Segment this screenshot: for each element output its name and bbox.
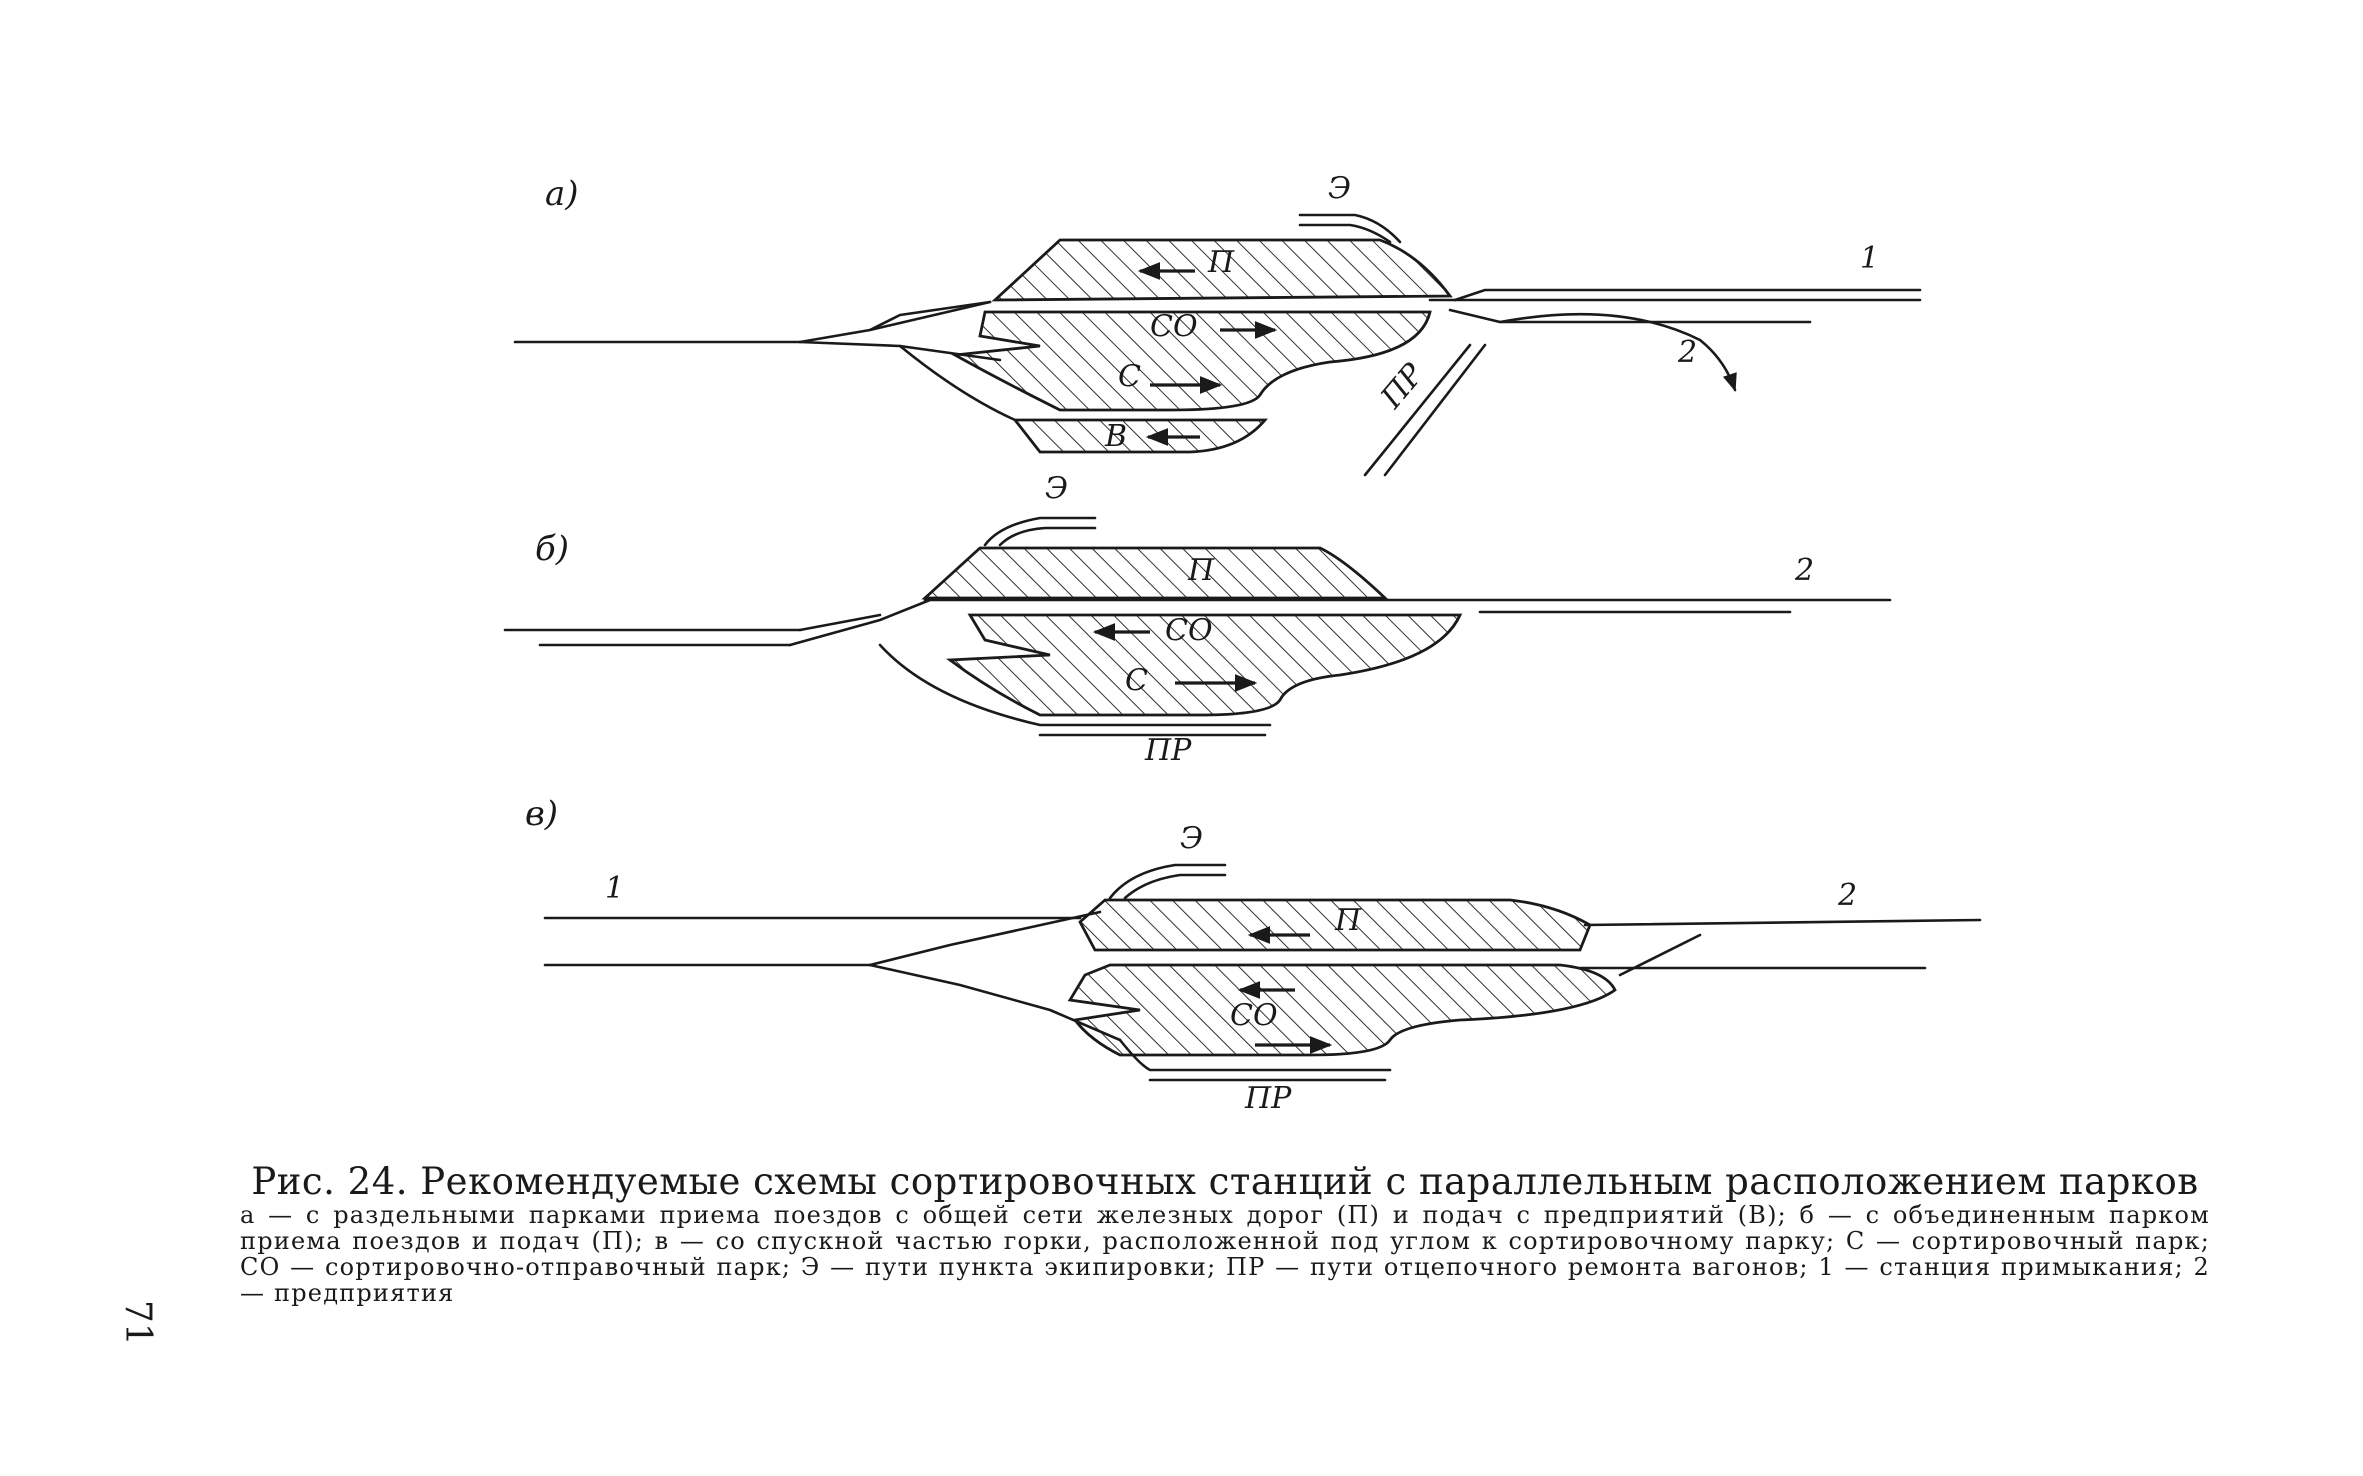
diagram-c-e-label: Э — [1180, 821, 1203, 856]
caption-title: Рис. 24. Рекомендуемые схемы сортировочн… — [251, 1160, 2199, 1203]
diagram-c-park-so — [1067, 963, 1617, 1057]
caption-body: а — с раздельными парками приема поездов… — [240, 1202, 2210, 1306]
diagram-c-park-p — [1078, 898, 1592, 952]
diagram-b-park-s-label: С — [1125, 663, 1148, 698]
diagram-c-e-spur — [1108, 863, 1227, 900]
diagram-c-line-2-label: 2 — [1837, 878, 1857, 913]
diagram-b: б) П 2 СО С ПР Э — [503, 471, 1892, 768]
caption-line: а — с раздельными парками приема поездов… — [240, 1201, 2210, 1307]
diagram-b-park-so-s — [946, 613, 1463, 717]
diagram-a-line-1-label: 1 — [1860, 241, 1879, 276]
diagram-a-e-label: Э — [1328, 171, 1351, 206]
diagram-a-park-p-label: П — [1207, 245, 1235, 280]
diagram-a-label: а) — [545, 174, 579, 214]
diagram-c-through-line — [1583, 918, 1982, 927]
diagram-a-park-so-s — [950, 310, 1432, 412]
diagram-a: а) П СО С В 1 2 Э ПР — [513, 171, 1922, 477]
page-number: 71 — [117, 1300, 158, 1346]
diagram-c-label: в) — [525, 794, 558, 834]
diagram-b-label: б) — [535, 529, 569, 569]
diagram-b-pr-label: ПР — [1144, 733, 1192, 768]
diagram-b-park-so-label: СО — [1165, 613, 1213, 648]
diagram-a-pr-label: ПР — [1374, 357, 1432, 416]
diagram-a-park-so-label: СО — [1150, 309, 1198, 344]
diagram-a-branch-2 — [1498, 312, 1737, 392]
diagram-a-park-s-label: С — [1118, 359, 1141, 394]
diagram-b-park-p — [921, 546, 1389, 600]
diagram-b-e-spur — [983, 516, 1097, 547]
diagram-c-line-1-label: 1 — [605, 871, 624, 906]
diagram-c-pr-label: ПР — [1244, 1081, 1292, 1116]
diagram-a-e-spur — [1298, 213, 1402, 244]
diagram-c-park-p-label: П — [1334, 903, 1362, 938]
diagram-b-e-label: Э — [1045, 471, 1068, 506]
diagram-a-park-p — [991, 238, 1453, 302]
diagram-c: в) 1 П 2 СО ПР Э — [525, 794, 1982, 1116]
diagram-a-pr-spur — [1363, 343, 1472, 477]
diagram-c-park-so-label: СО — [1230, 998, 1278, 1033]
diagram-a-line-2-label: 2 — [1677, 335, 1697, 370]
diagram-a-park-v — [1012, 418, 1268, 454]
diagram-a-park-v-label: В — [1104, 419, 1127, 454]
diagram-b-line-2-label: 2 — [1794, 553, 1814, 588]
diagram-b-park-p-label: П — [1187, 553, 1215, 588]
